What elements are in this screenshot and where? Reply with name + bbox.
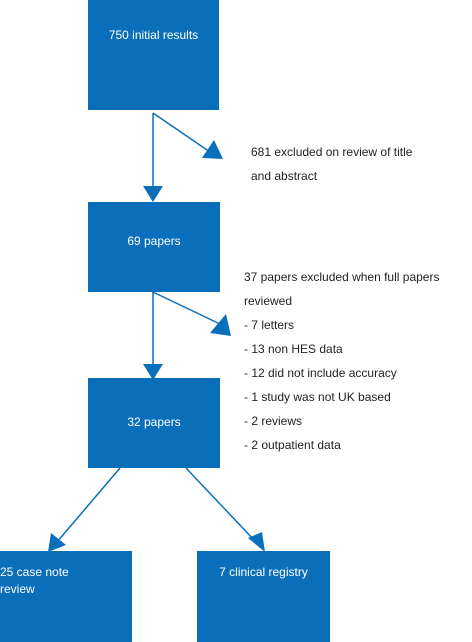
- note-37-item: - 12 did not include accuracy: [244, 366, 397, 380]
- box-initial-label: 750 initial results: [108, 28, 199, 42]
- note-37-header1: 37 papers excluded when full papers: [244, 270, 440, 284]
- box-case-note-review: 25 case note review: [0, 551, 132, 642]
- box-32-label: 32 papers: [127, 415, 181, 429]
- arrowhead-69-to-37: [210, 314, 231, 336]
- box-69-papers: 69 papers: [88, 202, 220, 292]
- note-37-item: - 2 outpatient data: [244, 438, 341, 452]
- note-37-header2: reviewed: [244, 294, 293, 308]
- box-case-note-label: 25 case note review: [0, 565, 69, 596]
- note-681-line2: and abstract: [251, 169, 318, 183]
- arrowhead-32-to-7: [248, 532, 265, 552]
- arrowhead-initial-to-69: [143, 186, 163, 202]
- arrowhead-69-to-32: [143, 364, 163, 380]
- box-32-papers: 32 papers: [88, 378, 220, 468]
- arrow-69-to-37: [152, 291, 223, 326]
- arrowhead-32-to-25: [48, 533, 66, 552]
- box-registry-label: 7 clinical registry: [219, 565, 308, 579]
- note-681-excluded: 681 excluded on review of title and abst…: [251, 140, 412, 188]
- note-37-item: - 7 letters: [244, 318, 295, 332]
- note-37-excluded: 37 papers excluded when full papers revi…: [244, 265, 439, 457]
- arrow-32-to-25: [56, 467, 121, 543]
- box-clinical-registry: 7 clinical registry: [197, 551, 330, 642]
- note-37-item: - 2 reviews: [244, 414, 303, 428]
- arrow-32-to-7: [185, 467, 256, 542]
- note-681-line1: 681 excluded on review of title: [251, 145, 413, 159]
- box-69-label: 69 papers: [127, 234, 181, 248]
- arrowhead-initial-to-681: [202, 140, 223, 159]
- note-37-item: - 1 study was not UK based: [244, 390, 391, 404]
- box-initial-results: 750 initial results: [88, 0, 219, 110]
- arrow-initial-to-681: [152, 112, 211, 153]
- note-37-item: - 13 non HES data: [244, 342, 343, 356]
